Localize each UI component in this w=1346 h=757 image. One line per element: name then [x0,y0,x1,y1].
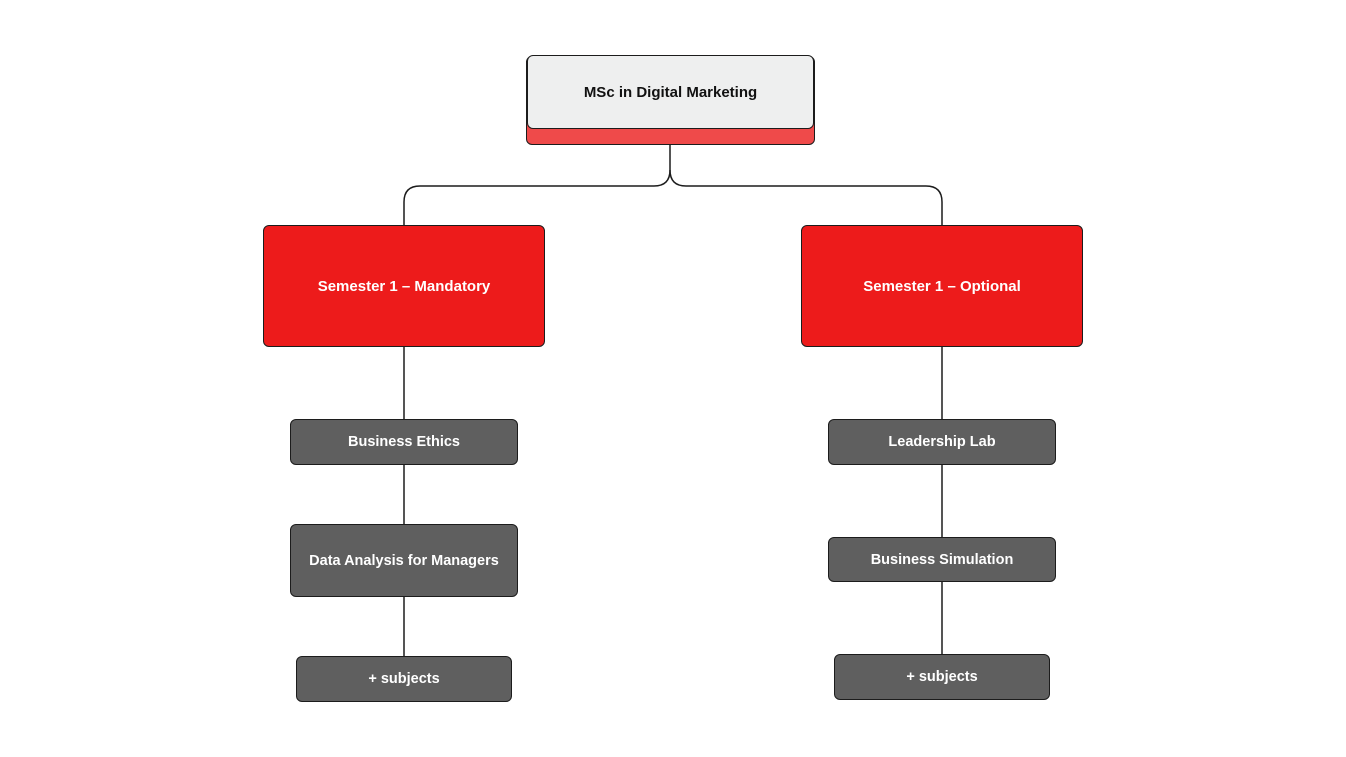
semester-mandatory-label: Semester 1 – Mandatory [317,277,491,295]
semester-mandatory-node: Semester 1 – Mandatory [263,225,545,347]
connector-root-left [403,169,671,226]
semester-optional-node: Semester 1 – Optional [801,225,1083,347]
more-subjects-label: + subjects [906,669,978,685]
subject-label: Leadership Lab [888,434,996,450]
subject-node: Business Ethics [290,419,518,465]
subject-label: Business Simulation [870,551,1014,568]
connector-root-right [669,169,943,226]
subject-node: Data Analysis for Managers [290,524,518,597]
semester-optional-label: Semester 1 – Optional [863,277,1021,295]
subject-node: Leadership Lab [828,419,1056,465]
more-subjects-node: + subjects [834,654,1050,700]
more-subjects-node: + subjects [296,656,512,702]
subject-label: Business Ethics [347,434,460,450]
subject-label: Data Analysis for Managers [309,552,499,569]
more-subjects-label: + subjects [368,671,440,687]
root-node: MSc in Digital Marketing [527,55,814,129]
root-node-label: MSc in Digital Marketing [583,83,758,101]
subject-node: Business Simulation [828,537,1056,582]
